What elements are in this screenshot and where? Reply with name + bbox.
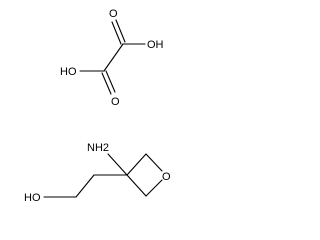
aminooxetane-ethanol: NH2 O HO [24,142,171,204]
bond-c1-o-double-a [111,21,122,45]
bond-c1-o-double-b [115,19,126,43]
bond-ring-ctop-o [145,153,163,172]
bond-ring-cq-ctop [126,153,147,176]
bond-c1-c2 [103,43,124,72]
oxalic-acid: O OH HO O [60,8,164,108]
bond-ring-cbottom-cq [126,174,147,197]
label-nh2: NH2 [87,142,109,154]
structure-canvas: O OH HO O NH2 O HO [24,8,171,204]
label-o-bottom: O [111,96,120,108]
chemical-structure-drawing: O OH HO O NH2 O HO [24,8,171,204]
label-ring-o: O [162,171,171,183]
label-ho-chain: HO [24,192,41,204]
bond-c2-o-double-a [101,72,112,95]
bond-c2-o-double-b [105,70,116,93]
label-ho-left: HO [60,66,77,78]
bond-c-nh2 [107,153,128,176]
label-oh-right: OH [147,39,164,51]
label-o-top: O [109,8,118,20]
bond-ring-o-cbottom [145,179,163,197]
bond-ch2a-ch2b [75,174,95,198]
